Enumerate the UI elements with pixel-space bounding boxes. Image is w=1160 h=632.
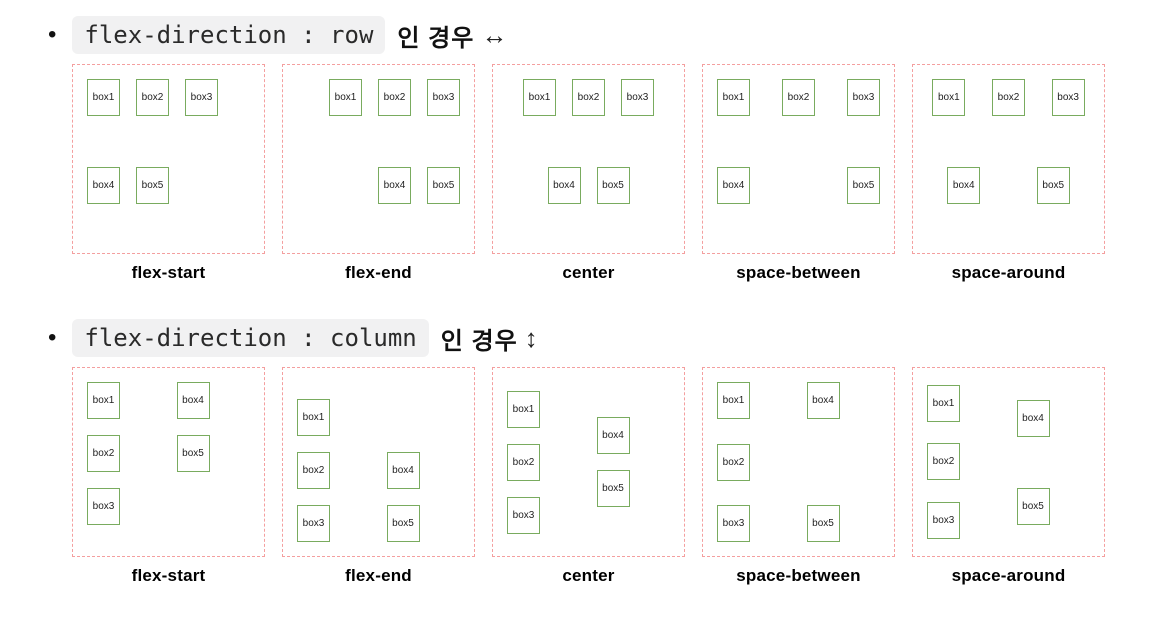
flex-item-box: box2 [507,443,540,481]
section-header-row: • flex-direction : row 인 경우 ↔ [48,16,1160,54]
flex-item-box: box4 [176,382,210,419]
flex-item-box: box3 [1051,79,1085,116]
flex-container: box1 box2 box3 box4 box5 [912,64,1105,254]
flex-diagram: box1 box2 box3 box4 box5 space-between [702,367,895,586]
flex-item-box: box4 [1016,399,1050,437]
flex-item-box: box5 [1036,167,1070,204]
bullet-icon: • [48,324,57,351]
flex-diagram: box1 box2 box3 box4 box5 center [492,64,685,283]
flex-item-box: box1 [523,79,556,116]
diagram-caption: flex-end [345,263,412,282]
diagram-caption: flex-start [131,263,206,282]
flex-item-box: box2 [927,443,960,481]
flex-diagram: box1 box2 box3 box4 box5 flex-end [282,367,475,586]
flex-item-box: box2 [782,79,815,116]
diagram-caption: center [562,263,615,282]
flex-item-box: box3 [297,505,330,542]
flex-container: box1 box2 box3 box4 box5 [702,64,895,254]
flex-item-box: box2 [136,79,169,116]
flex-item-box: box4 [806,382,840,419]
flex-item-box: box1 [717,382,750,419]
flex-item-box: box4 [596,417,630,454]
flex-item-box: box3 [927,502,960,540]
flex-container: box1 box2 box3 box4 box5 [492,64,685,254]
section-flex-direction-row: • flex-direction : row 인 경우 ↔ box1 box2 … [0,0,1160,283]
flex-item-box: box1 [717,79,750,116]
flex-diagram: box1 box2 box3 box4 box5 flex-start [72,64,265,283]
flex-item-box: box2 [297,452,330,489]
flex-item-box: box5 [596,167,630,204]
diagram-caption: space-around [951,566,1066,585]
flex-item-box: box4 [378,167,411,204]
header-text-korean: 인 경우 [397,24,475,52]
flex-item-box: box4 [947,167,981,204]
flex-item-box: box5 [596,470,630,507]
flex-item-box: box5 [176,435,210,472]
header-text-korean: 인 경우 [440,327,518,355]
flex-item-box: box5 [427,167,460,204]
flex-container: box1 box2 box3 box4 box5 [282,64,475,254]
flex-item-box: box4 [717,167,750,204]
flex-item-box: box1 [932,79,966,116]
flex-item-box: box1 [87,79,120,116]
flex-item-box: box4 [386,452,420,489]
diagrams-row-direction: box1 box2 box3 box4 box5 flex-start box1… [72,64,1160,283]
flex-item-box: box2 [717,443,750,481]
flex-container: box1 box2 box3 box4 box5 [282,367,475,557]
flex-item-box: box5 [847,167,880,204]
flex-diagram: box1 box2 box3 box4 box5 space-around [912,367,1105,586]
inline-code-flex-direction-row: flex-direction : row [72,16,386,54]
flex-container: box1 box2 box3 box4 box5 [702,367,895,557]
flex-item-box: box1 [297,399,330,436]
flex-item-box: box3 [621,79,654,116]
flex-item-box: box5 [386,505,420,542]
flex-item-box: box5 [806,505,840,542]
horizontal-arrow-icon: ↔ [481,19,508,50]
flex-item-box: box1 [927,384,960,422]
flex-item-box: box3 [427,79,460,116]
flex-item-box: box3 [847,79,880,116]
flex-item-box: box2 [378,79,411,116]
inline-code-flex-direction-column: flex-direction : column [72,319,429,357]
flex-item-box: box4 [547,167,581,204]
flex-item-box: box4 [87,167,120,204]
section-header-column: • flex-direction : column 인 경우 ↕ [48,319,1160,357]
flex-item-box: box3 [717,505,750,542]
flex-container: box1 box2 box3 box4 box5 [912,367,1105,557]
flex-item-box: box5 [136,167,169,204]
flex-diagram: box1 box2 box3 box4 box5 center [492,367,685,586]
diagram-caption: center [562,566,615,585]
flex-diagram: box1 box2 box3 box4 box5 space-between [702,64,895,283]
flex-item-box: box3 [507,496,540,534]
bullet-icon: • [48,21,57,48]
diagram-caption: flex-end [345,566,412,585]
diagram-caption: flex-start [131,566,206,585]
diagram-caption: space-around [951,263,1066,282]
section-flex-direction-column: • flex-direction : column 인 경우 ↕ box1 bo… [0,319,1160,586]
flex-item-box: box3 [87,488,120,525]
flex-item-box: box1 [507,390,540,428]
diagram-caption: space-between [736,566,861,585]
flex-item-box: box2 [991,79,1025,116]
flex-item-box: box2 [87,435,120,472]
flex-item-box: box1 [329,79,362,116]
flex-item-box: box5 [1016,487,1050,525]
flex-diagram: box1 box2 box3 box4 box5 space-around [912,64,1105,283]
diagrams-column-direction: box1 box2 box3 box4 box5 flex-start box1… [72,367,1160,586]
flex-item-box: box3 [185,79,218,116]
flex-diagram: box1 box2 box3 box4 box5 flex-end [282,64,475,283]
flex-item-box: box1 [87,382,120,419]
flex-diagram: box1 box2 box3 box4 box5 flex-start [72,367,265,586]
flex-item-box: box2 [572,79,605,116]
flex-container: box1 box2 box3 box4 box5 [492,367,685,557]
flex-container: box1 box2 box3 box4 box5 [72,64,265,254]
flex-container: box1 box2 box3 box4 box5 [72,367,265,557]
diagram-caption: space-between [736,263,861,282]
vertical-arrow-icon: ↕ [524,322,538,353]
